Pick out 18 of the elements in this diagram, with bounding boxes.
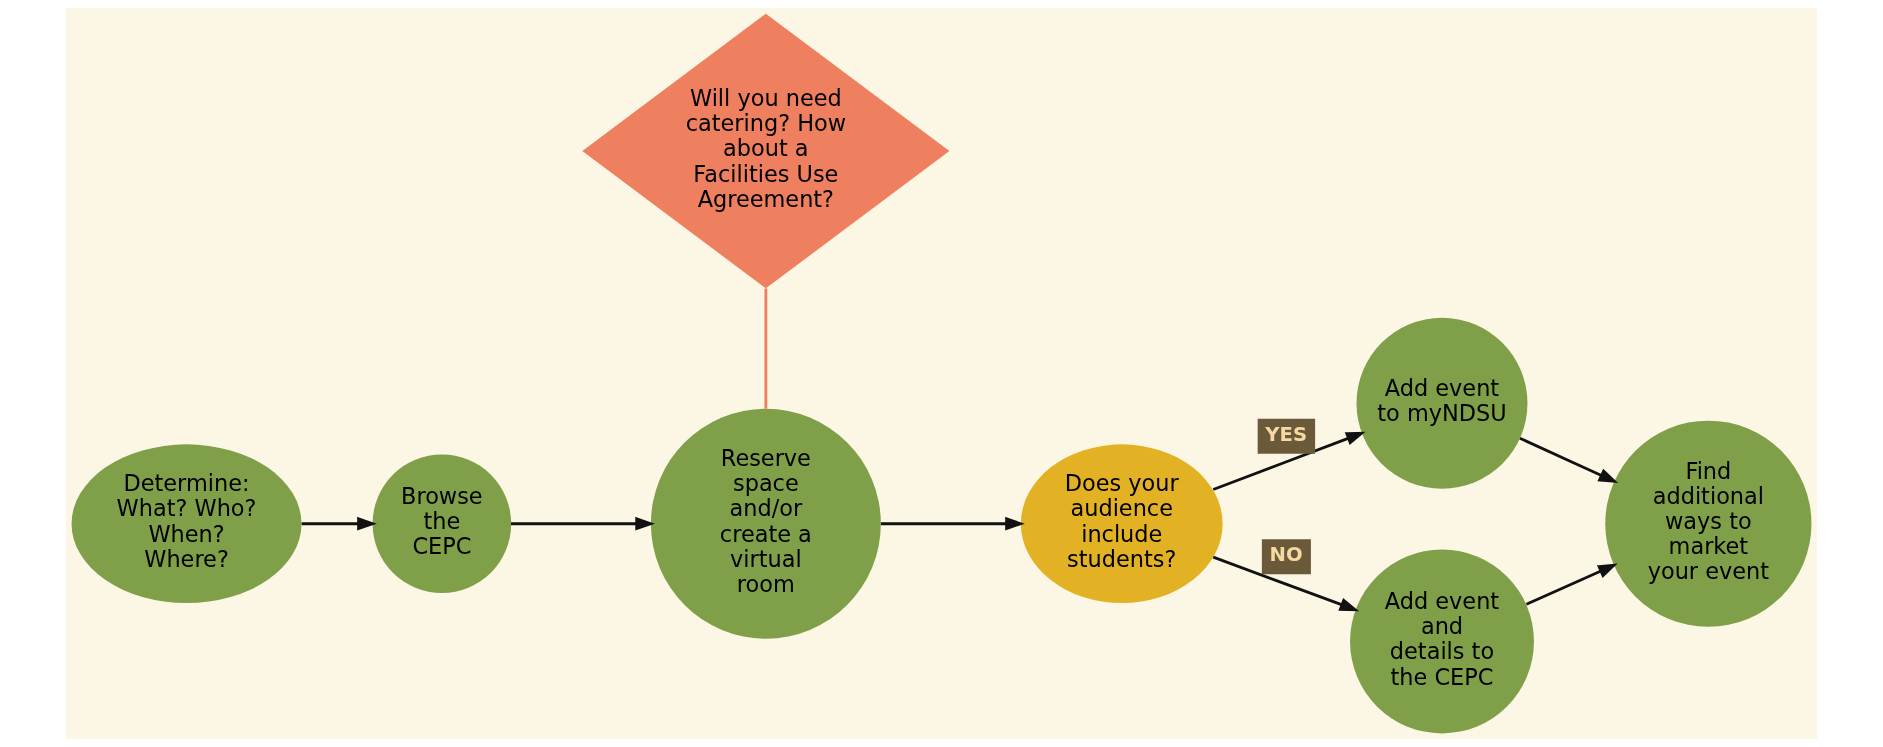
arrow bbox=[1212, 555, 1360, 612]
edge-label: YES bbox=[1265, 422, 1308, 446]
edge-label: NO bbox=[1269, 543, 1303, 567]
node-ellipse: Does your audience include students? bbox=[1020, 444, 1223, 604]
connector bbox=[764, 288, 768, 409]
node-circle: Add event to myNDSU bbox=[1356, 317, 1528, 489]
node-diamond: Will you need catering? How about a Facilities Use Agreement? bbox=[582, 13, 950, 289]
arrow bbox=[301, 516, 377, 531]
arrow bbox=[511, 516, 655, 531]
arrow bbox=[1519, 436, 1619, 484]
node-circle: Browse the CEPC bbox=[372, 454, 512, 593]
node-circle: Add event and details to the CEPC bbox=[1350, 549, 1534, 734]
node-circle: Reserve space and/or create a virtual room bbox=[650, 408, 881, 639]
node-circle: Find additional ways to market your event bbox=[1605, 420, 1812, 627]
arrow bbox=[880, 516, 1025, 531]
arrow bbox=[1525, 563, 1618, 606]
arrow bbox=[1212, 431, 1366, 491]
node-ellipse: Determine: What? Who? When? Where? bbox=[71, 444, 302, 604]
